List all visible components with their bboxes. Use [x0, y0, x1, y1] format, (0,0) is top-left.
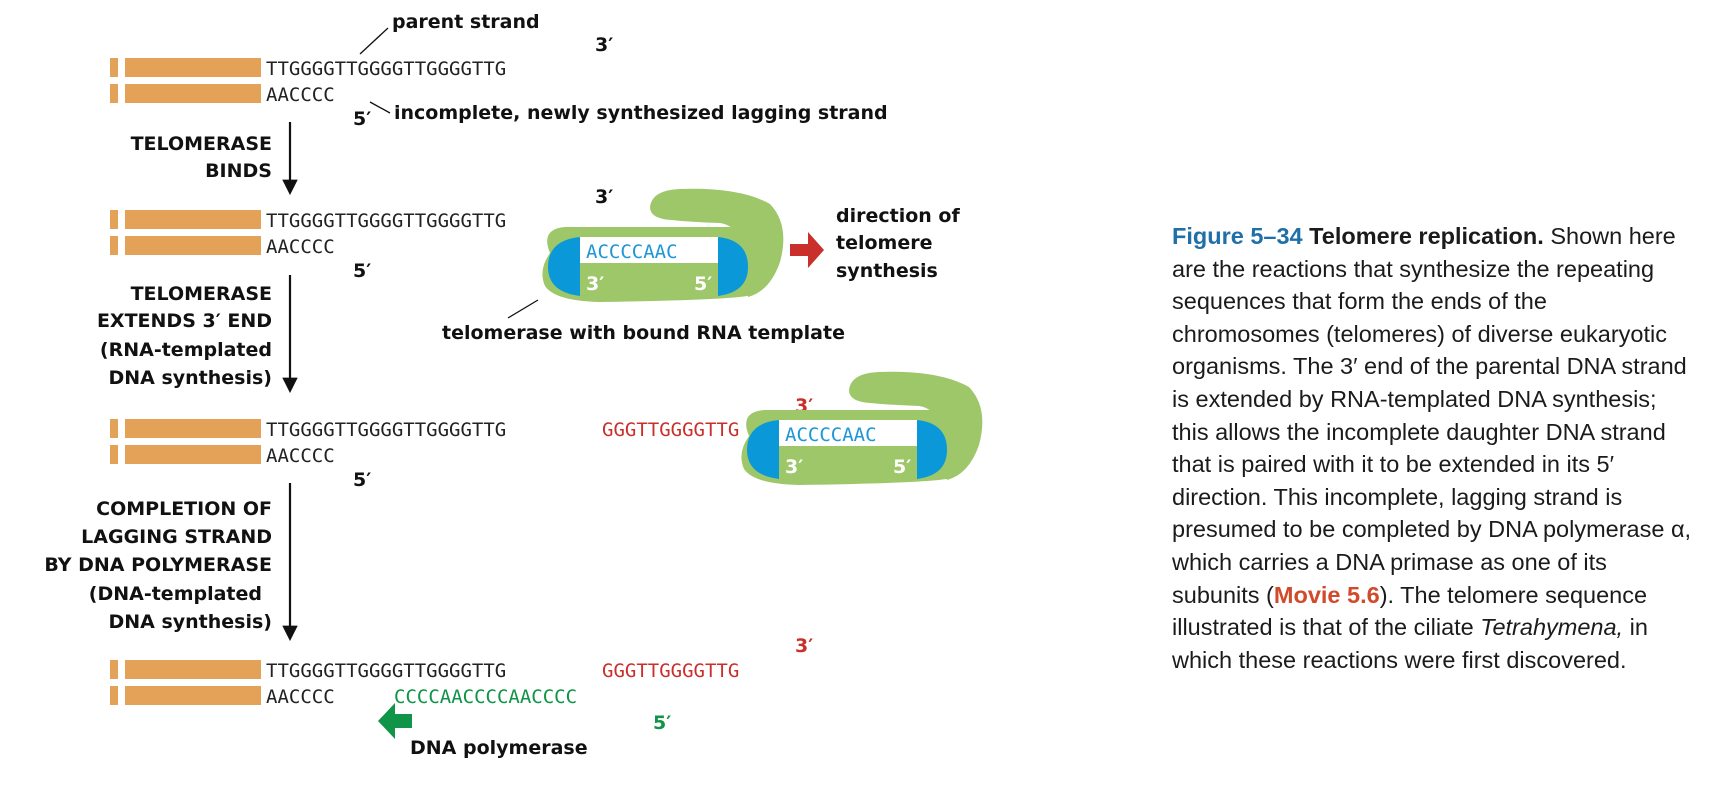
chromosome-bar-bottom-small: [110, 236, 118, 255]
rna-three-prime-label: 3′: [586, 273, 604, 295]
chromosome-bar-bottom: [125, 686, 261, 705]
telomerase-enzyme-stage-2: ACCCCAAC 3′ 5′: [542, 188, 784, 302]
step-completion-line-3: BY DNA POLYMERASE: [44, 554, 272, 576]
organism-name: Tetrahymena,: [1480, 614, 1624, 641]
caption-text-part-2: ). The telomere sequence illustrated is …: [1172, 581, 1648, 641]
rna-template-sequence: ACCCCAAC: [586, 241, 678, 263]
lagging-strand-sequence: AACCCC: [266, 686, 335, 708]
chromosome-bar-top: [125, 660, 261, 679]
three-prime-label: 3′: [595, 34, 613, 56]
telomerase-enzyme-stage-3: ACCCCAAC 3′ 5′: [741, 371, 983, 485]
step-binds-line-1: TELOMERASE: [131, 133, 272, 155]
rna-template-window: [779, 420, 917, 446]
five-prime-label: 5′: [353, 108, 371, 130]
chromosome-bar-top-small: [110, 660, 118, 679]
step-binds-line-2: BINDS: [205, 160, 272, 182]
chromosome-bar-top-small: [110, 58, 118, 77]
dna-polymerase-arrow-icon: [378, 703, 412, 739]
extended-strand-sequence: GGGTTGGGGTTG: [602, 660, 739, 682]
step-completion-line-5: DNA synthesis): [108, 611, 272, 633]
stage-3-dna: TTGGGGTTGGGGTTGGGGTTG GGGTTGGGGTTG AACCC…: [110, 395, 813, 491]
direction-label-line-3: synthesis: [836, 260, 938, 282]
lagging-fill-sequence: CCCCAACCCCAACCCC: [394, 686, 577, 708]
rna-five-prime-label: 5′: [893, 456, 911, 478]
step-completion-line-2: LAGGING STRAND: [81, 526, 272, 548]
lagging-strand-leader: [369, 101, 391, 114]
step-extends-line-3: (RNA-templated: [100, 339, 272, 361]
five-prime-label: 5′: [353, 260, 371, 282]
step-completion-line-1: COMPLETION OF: [96, 498, 272, 520]
chromosome-bar-bottom-small: [110, 445, 118, 464]
parent-strand-leader: [359, 27, 389, 55]
telomerase-label-leader: [507, 299, 539, 319]
stage-2-dna: TTGGGGTTGGGGTTGGGGTTG AACCCC 3′ 5′: [110, 186, 613, 282]
figure-title: Telomere replication.: [1309, 223, 1544, 249]
chromosome-bar-bottom-small: [110, 84, 118, 103]
chromosome-bar-top: [125, 419, 261, 438]
telomerase-label: telomerase with bound RNA template: [442, 322, 845, 344]
chromosome-bar-top: [125, 58, 261, 77]
parent-strand-sequence: TTGGGGTTGGGGTTGGGGTTG: [266, 419, 506, 441]
chromosome-bar-bottom: [125, 445, 261, 464]
parent-strand-sequence: TTGGGGTTGGGGTTGGGGTTG: [266, 58, 506, 80]
parent-strand-sequence: TTGGGGTTGGGGTTGGGGTTG: [266, 210, 506, 232]
step-extends-line-4: DNA synthesis): [108, 367, 272, 389]
lagging-strand-sequence: AACCCC: [266, 445, 335, 467]
lagging-strand-sequence: AACCCC: [266, 84, 335, 106]
rna-five-prime-label: 5′: [694, 273, 712, 295]
rna-template-sequence: ACCCCAAC: [785, 424, 877, 446]
direction-arrow-icon: [790, 232, 824, 268]
lagging-strand-label: incomplete, newly synthesized lagging st…: [394, 102, 888, 124]
rna-template-right-cap: [718, 237, 748, 296]
stage-1-dna: TTGGGGTTGGGGTTGGGGTTG AACCCC 3′ 5′ paren…: [110, 11, 888, 130]
chromosome-bar-bottom: [125, 236, 261, 255]
rna-template-right-cap: [917, 420, 947, 479]
telomere-replication-diagram: TTGGGGTTGGGGTTGGGGTTG AACCCC 3′ 5′ paren…: [44, 11, 983, 759]
parent-strand-label: parent strand: [392, 11, 540, 33]
rna-template-left-cap: [548, 237, 580, 296]
chromosome-bar-bottom-small: [110, 686, 118, 705]
figure-number: Figure 5–34: [1172, 223, 1303, 249]
figure-caption: Figure 5–34 Telomere replication. Shown …: [1172, 220, 1697, 676]
step-extends-line-2: EXTENDS 3′ END: [97, 310, 272, 332]
extended-strand-sequence: GGGTTGGGGTTG: [602, 419, 739, 441]
direction-label-line-2: telomere: [836, 232, 932, 254]
dna-polymerase-label: DNA polymerase: [410, 737, 588, 759]
three-prime-label: 3′: [595, 186, 613, 208]
chromosome-bar-top: [125, 210, 261, 229]
chromosome-bar-top-small: [110, 419, 118, 438]
step-completion-line-4: (DNA-templated: [89, 583, 262, 605]
five-prime-label: 5′: [353, 469, 371, 491]
five-prime-label-lagging-fill: 5′: [653, 712, 671, 734]
rna-template-window: [580, 237, 718, 263]
lagging-strand-sequence: AACCCC: [266, 236, 335, 258]
stage-4-dna: TTGGGGTTGGGGTTGGGGTTG GGGTTGGGGTTG AACCC…: [110, 635, 813, 734]
chromosome-bar-top-small: [110, 210, 118, 229]
caption-text-part-1: Shown here are the reactions that synthe…: [1172, 223, 1692, 608]
chromosome-bar-bottom: [125, 84, 261, 103]
three-prime-label-extended: 3′: [795, 635, 813, 657]
movie-link[interactable]: Movie 5.6: [1273, 581, 1380, 608]
step-extends-line-1: TELOMERASE: [131, 283, 272, 305]
parent-strand-sequence: TTGGGGTTGGGGTTGGGGTTG: [266, 660, 506, 682]
direction-label-line-1: direction of: [836, 205, 960, 227]
rna-template-left-cap: [747, 420, 779, 479]
rna-three-prime-label: 3′: [785, 456, 803, 478]
caption-text-part-3: in which these reactions were first disc…: [1172, 614, 1648, 673]
